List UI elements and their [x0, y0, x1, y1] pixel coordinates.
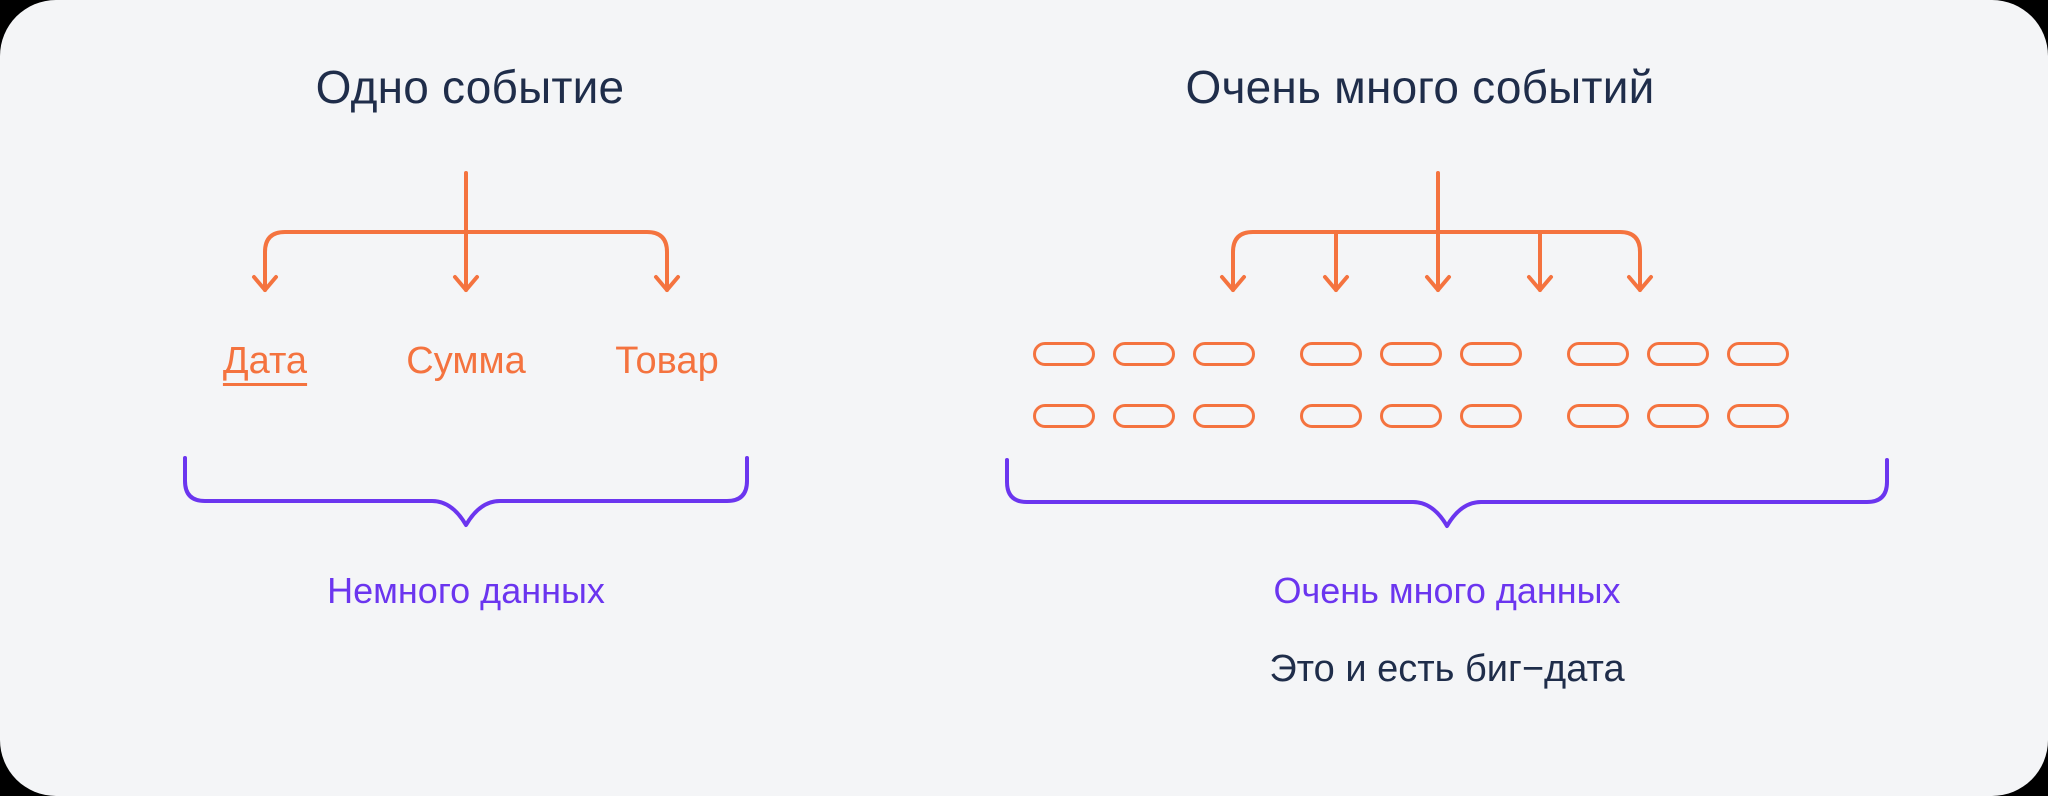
- left-brace-caption: Немного данных: [327, 570, 605, 611]
- data-pill: [1567, 342, 1629, 366]
- left-arrowhead-2: [453, 275, 479, 292]
- data-pill: [1460, 404, 1522, 428]
- right-brace-caption: Очень много данных: [1273, 570, 1621, 611]
- field-label-amount: Сумма: [406, 340, 526, 382]
- right-brace: [1005, 458, 1889, 528]
- data-pill: [1727, 342, 1789, 366]
- conclusion-text: Это и есть биг−дата: [1269, 648, 1625, 690]
- data-pill: [1033, 342, 1095, 366]
- right-arrowhead-3: [1425, 275, 1451, 292]
- field-label-goods: Товар: [615, 340, 719, 382]
- data-pill: [1300, 342, 1362, 366]
- left-arrowhead-3: [654, 275, 680, 292]
- left-panel-title: Одно событие: [315, 61, 625, 113]
- data-pill: [1033, 404, 1095, 428]
- right-arrowhead-2: [1323, 275, 1349, 292]
- data-pill: [1380, 404, 1442, 428]
- data-pill: [1113, 342, 1175, 366]
- data-pill: [1113, 404, 1175, 428]
- data-pill: [1460, 342, 1522, 366]
- data-pill: [1567, 404, 1629, 428]
- right-panel-title: Очень много событий: [1185, 61, 1655, 113]
- data-pill: [1647, 404, 1709, 428]
- right-brace-path: [1005, 458, 1889, 528]
- right-branch-arrows: [1220, 171, 1653, 292]
- right-arrowhead-1: [1220, 275, 1246, 292]
- field-label-date: Дата: [222, 340, 308, 382]
- data-pill: [1300, 404, 1362, 428]
- right-arrowhead-4: [1527, 275, 1553, 292]
- left-brace-path: [183, 456, 749, 527]
- data-pill: [1380, 342, 1442, 366]
- right-distribution-bar: [1231, 230, 1642, 292]
- left-brace: [183, 456, 749, 527]
- data-pill: [1647, 342, 1709, 366]
- data-pill: [1193, 342, 1255, 366]
- left-branch-arrows: [252, 171, 680, 292]
- left-arrowhead-1: [252, 275, 278, 292]
- data-pill: [1727, 404, 1789, 428]
- left-distribution-bar: [263, 230, 669, 292]
- data-pill: [1193, 404, 1255, 428]
- right-arrowhead-5: [1627, 275, 1653, 292]
